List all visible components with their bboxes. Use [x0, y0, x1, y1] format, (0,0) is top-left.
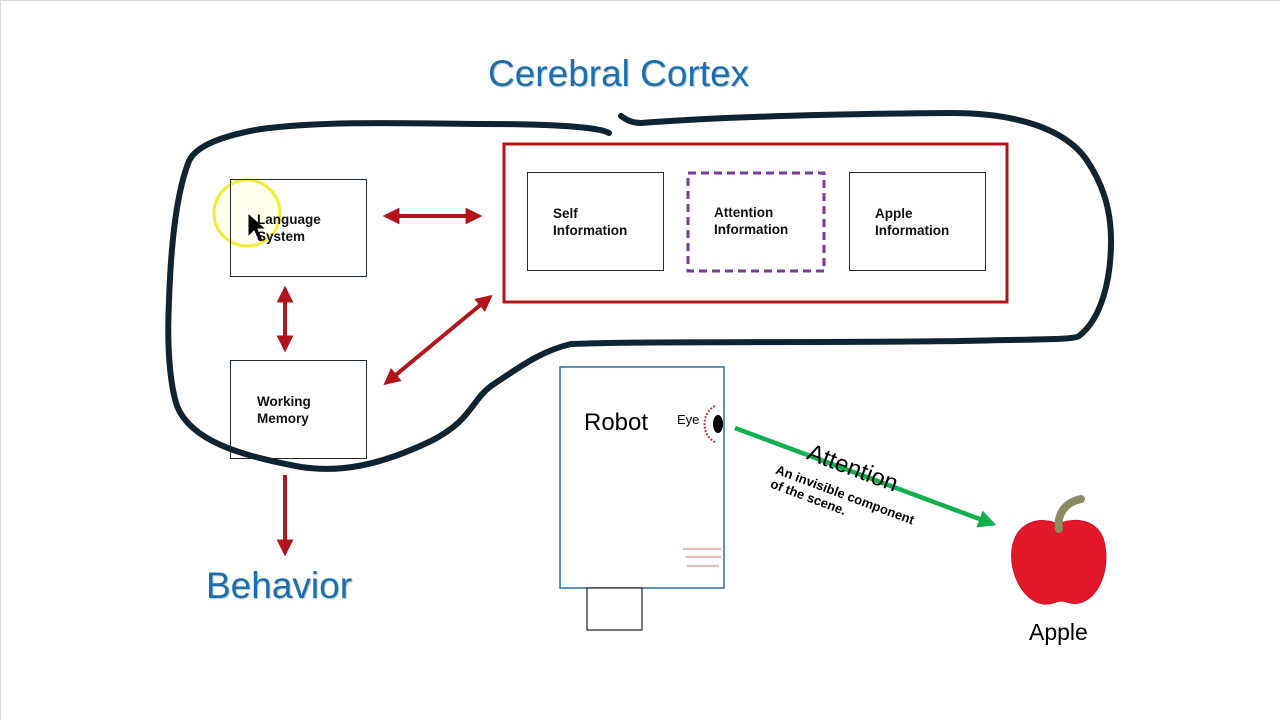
language-system-box: Language System — [230, 179, 367, 277]
robot-scribbles — [683, 548, 721, 567]
apple-drawing — [1011, 495, 1107, 605]
working-memory-label: Working Memory — [257, 394, 311, 426]
behavior-title: Behavior — [206, 565, 353, 606]
self-information-label: Self Information — [553, 206, 628, 238]
apple-information-label: Apple Information — [875, 206, 950, 238]
eye-icon — [713, 415, 723, 433]
robot-label: Robot — [584, 409, 649, 436]
working-memory-box: Working Memory — [230, 360, 367, 459]
cortex-title: Cerebral Cortex — [488, 53, 750, 94]
information-container — [502, 142, 1009, 304]
apple-stem-icon — [1054, 495, 1085, 533]
eye-label: Eye — [677, 412, 700, 427]
apple-information-box: Apple Information — [849, 172, 986, 271]
attention-arrow — [734, 425, 997, 528]
apple-icon — [1011, 520, 1107, 605]
robot-body — [559, 366, 725, 589]
eye-red-arc — [703, 405, 716, 443]
attention-information-label: Attention Information — [714, 205, 789, 237]
cursor-icon — [247, 211, 268, 243]
self-information-box: Self Information — [527, 172, 664, 271]
apple-label: Apple — [1029, 619, 1088, 645]
attention-info-dashed-border — [686, 171, 826, 273]
robot-base — [586, 587, 643, 631]
arrow-memory-to-info — [383, 294, 493, 386]
attention-information-box: Attention Information — [688, 173, 824, 271]
language-system-label: Language System — [257, 212, 321, 244]
cortex-outline — [165, 110, 1114, 472]
